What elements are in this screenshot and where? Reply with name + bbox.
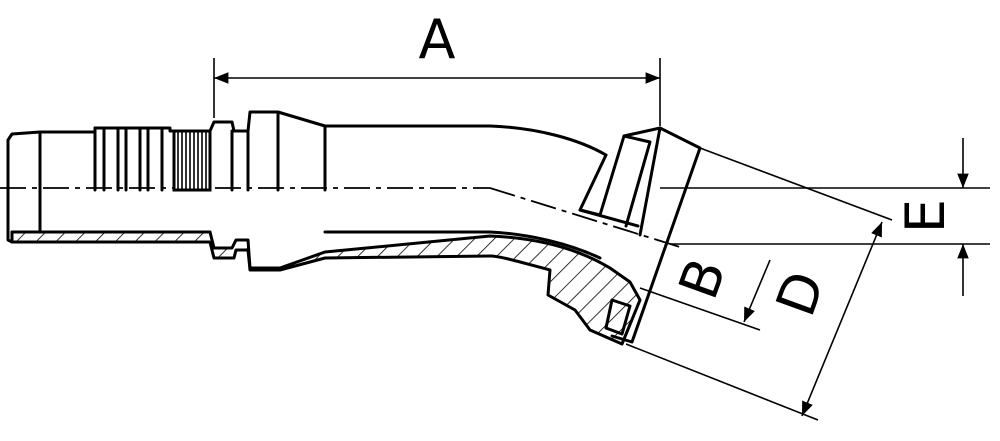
dimension-d: D: [625, 147, 893, 421]
centerline-flange: [489, 187, 681, 248]
knurl-ring: [172, 129, 212, 192]
dimension-d-label: D: [764, 263, 837, 324]
fitting-body-outline: [6, 110, 608, 244]
dimension-a-label: A: [419, 8, 456, 71]
dimension-a: A: [213, 8, 661, 126]
bore-line: [10, 230, 602, 260]
dimension-e: E: [660, 138, 990, 296]
hose-insert-rings: [38, 126, 164, 244]
dimension-b-label: B: [667, 250, 739, 306]
dimension-e-label: E: [894, 199, 957, 233]
section-hatched-body: [10, 230, 642, 346]
